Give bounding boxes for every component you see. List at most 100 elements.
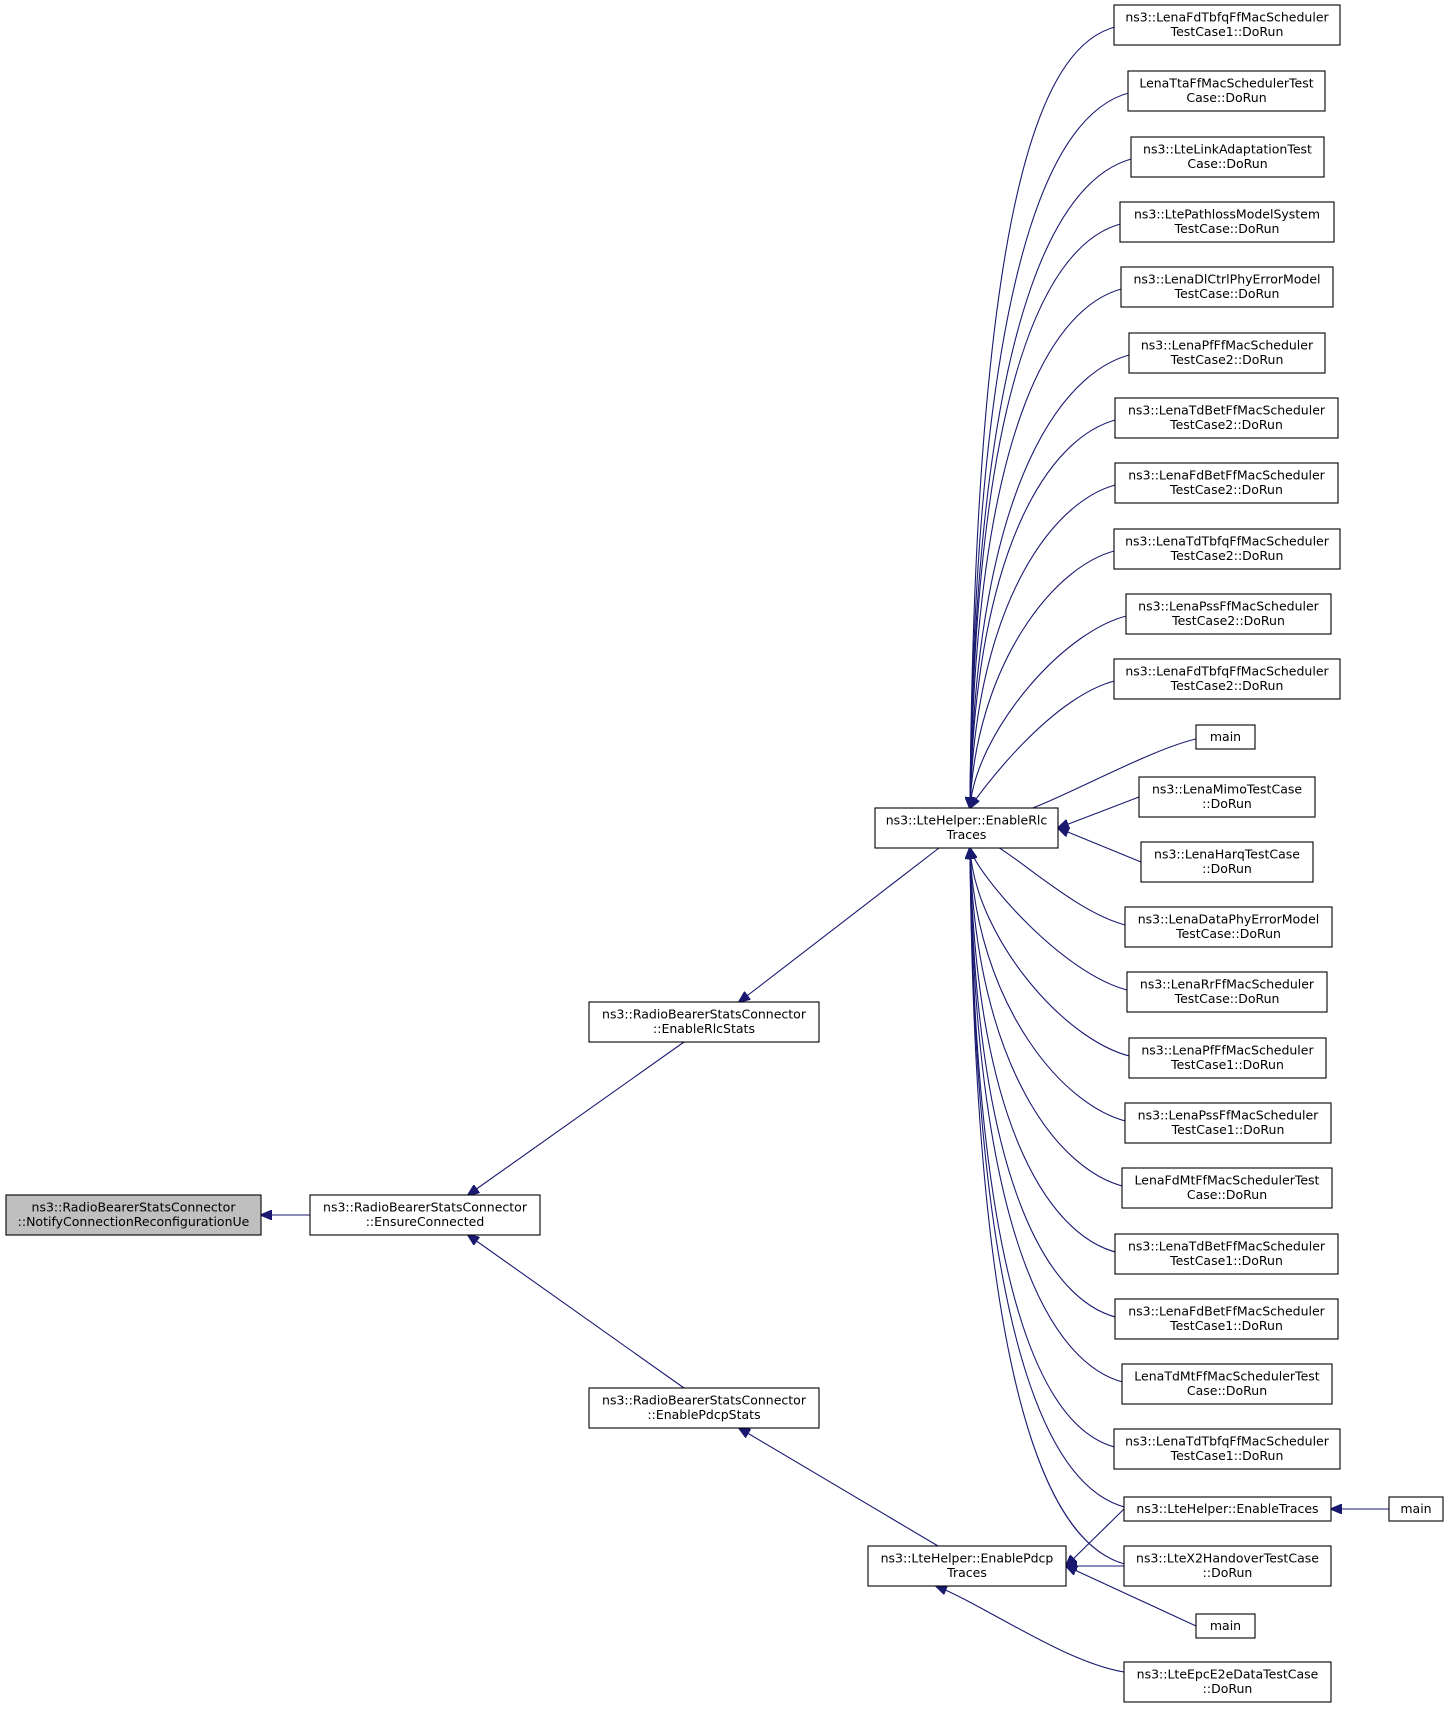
edge-r15-to-rlctraces (970, 839, 1136, 928)
edge-r9-to-rlctraces (970, 548, 1125, 808)
graph-node-ensure[interactable]: ns3::RadioBearerStatsConnector::EnsureCo… (309, 1194, 541, 1236)
node-box (1124, 906, 1333, 948)
node-label: TestCase1::DoRun (1170, 24, 1284, 39)
edge-r10-to-rlctraces (970, 613, 1137, 808)
node-label: ns3::LenaTdTbfqFfMacScheduler (1125, 534, 1330, 549)
node-box (1114, 397, 1339, 439)
graph-node-r6[interactable]: ns3::LenaPfFfMacSchedulerTestCase2::DoRu… (1128, 332, 1326, 374)
node-label: LenaFdMtFfMacSchedulerTest (1135, 1173, 1320, 1188)
node-label: TestCase2::DoRun (1170, 678, 1284, 693)
node-label: ::NotifyConnectionReconfigurationUe (18, 1214, 250, 1229)
node-label: ns3::LenaPssFfMacScheduler (1138, 1108, 1320, 1123)
edge-pdcptraces-to-pdcpstats (739, 1428, 939, 1547)
node-box (1114, 1298, 1339, 1340)
edge-r20-to-rlctraces (970, 848, 1126, 1255)
edge-r5-to-rlctraces (970, 286, 1132, 808)
edge-r17-to-rlctraces (970, 848, 1140, 1059)
node-label: Case::DoRun (1187, 156, 1267, 171)
edge-r11-to-rlctraces (970, 678, 1125, 808)
node-label: ns3::LenaTdTbfqFfMacScheduler (1125, 1434, 1330, 1449)
edge-r3-to-rlctraces (970, 156, 1142, 808)
node-box (309, 1194, 541, 1236)
node-label: ns3::LenaPfFfMacScheduler (1141, 1043, 1314, 1058)
node-label: ::DoRun (1202, 861, 1252, 876)
node-label: ::DoRun (1203, 1681, 1253, 1696)
node-label: ::EnableRlcStats (653, 1021, 755, 1036)
nodes-layer: ns3::RadioBearerStatsConnector::NotifyCo… (5, 4, 1444, 1703)
graph-node-r24[interactable]: ns3::LteHelper::EnableTraces (1123, 1496, 1332, 1522)
graph-node-r13[interactable]: ns3::LenaMimoTestCase::DoRun (1138, 776, 1316, 818)
node-label: TestCase2::DoRun (1171, 613, 1285, 628)
node-label: ns3::LteHelper::EnableRlc (886, 813, 1048, 828)
edge-r27-to-pdcptraces (936, 1586, 1125, 1673)
node-label: ns3::LenaDataPhyErrorModel (1138, 912, 1320, 927)
graph-node-r26[interactable]: main (1195, 1613, 1256, 1639)
node-box (1120, 266, 1334, 308)
graph-node-r14[interactable]: ns3::LenaHarqTestCase::DoRun (1140, 841, 1314, 883)
node-label: ns3::LenaTdBetFfMacScheduler (1128, 1239, 1326, 1254)
node-box (588, 1387, 820, 1429)
graph-node-r18[interactable]: ns3::LenaPssFfMacSchedulerTestCase1::DoR… (1124, 1102, 1332, 1144)
node-label: ns3::LenaFdBetFfMacScheduler (1128, 468, 1325, 483)
graph-node-r1[interactable]: ns3::LenaFdTbfqFfMacSchedulerTestCase1::… (1113, 4, 1341, 46)
graph-node-r11[interactable]: ns3::LenaFdTbfqFfMacSchedulerTestCase2::… (1113, 658, 1341, 700)
edge-r24-to-rlctraces (970, 848, 1135, 1510)
node-label: ::EnablePdcpStats (647, 1407, 760, 1422)
node-box (1128, 1037, 1327, 1079)
graph-node-r21[interactable]: ns3::LenaFdBetFfMacSchedulerTestCase1::D… (1114, 1298, 1339, 1340)
node-label: LenaTtaFfMacSchedulerTest (1139, 76, 1313, 91)
graph-node-r10[interactable]: ns3::LenaPssFfMacSchedulerTestCase2::DoR… (1125, 593, 1332, 635)
graph-node-pdcpstats[interactable]: ns3::RadioBearerStatsConnector::EnablePd… (588, 1387, 820, 1429)
graph-node-rlcstats[interactable]: ns3::RadioBearerStatsConnector::EnableRl… (588, 1001, 820, 1043)
node-label: ns3::RadioBearerStatsConnector (323, 1200, 528, 1215)
graph-node-r5[interactable]: ns3::LenaDlCtrlPhyErrorModelTestCase::Do… (1120, 266, 1334, 308)
node-label: TestCase1::DoRun (1169, 1318, 1283, 1333)
node-label: ns3::LenaHarqTestCase (1154, 847, 1300, 862)
node-box (1113, 4, 1341, 46)
node-label: TestCase::DoRun (1174, 991, 1280, 1006)
node-label: ns3::LenaPssFfMacScheduler (1138, 599, 1320, 614)
edge-r7-to-rlctraces (970, 417, 1126, 808)
edge-r26-to-pdcptraces (1066, 1566, 1197, 1627)
node-box (1114, 1233, 1339, 1275)
graph-node-r4[interactable]: ns3::LtePathlossModelSystemTestCase::DoR… (1119, 201, 1335, 243)
node-box (1114, 462, 1339, 504)
node-label: ns3::LenaFdBetFfMacScheduler (1128, 1304, 1325, 1319)
graph-node-r17[interactable]: ns3::LenaPfFfMacSchedulerTestCase1::DoRu… (1128, 1037, 1327, 1079)
graph-node-r15[interactable]: ns3::LenaDataPhyErrorModelTestCase::DoRu… (1124, 906, 1333, 948)
graph-node-r23[interactable]: ns3::LenaTdTbfqFfMacSchedulerTestCase1::… (1113, 1428, 1341, 1470)
node-label: ns3::LenaTdBetFfMacScheduler (1128, 403, 1326, 418)
edge-r22-to-rlctraces (970, 848, 1133, 1385)
edge-r14-to-rlctraces (1058, 828, 1142, 863)
graph-node-r12[interactable]: main (1195, 724, 1256, 750)
node-box (1126, 971, 1328, 1013)
edge-r21-to-rlctraces (970, 848, 1126, 1320)
graph-node-r8[interactable]: ns3::LenaFdBetFfMacSchedulerTestCase2::D… (1114, 462, 1339, 504)
node-label: ns3::LteHelper::EnableTraces (1136, 1501, 1318, 1516)
node-label: ns3::LenaDlCtrlPhyErrorModel (1133, 272, 1320, 287)
node-label: Case::DoRun (1187, 1383, 1267, 1398)
node-box (1121, 1363, 1333, 1405)
graph-node-root[interactable]: ns3::RadioBearerStatsConnector::NotifyCo… (5, 1194, 262, 1236)
node-box (867, 1545, 1067, 1587)
node-box (1121, 1167, 1333, 1209)
graph-node-r9[interactable]: ns3::LenaTdTbfqFfMacSchedulerTestCase2::… (1113, 528, 1341, 570)
node-label: TestCase::DoRun (1174, 221, 1280, 236)
graph-node-r25[interactable]: ns3::LteX2HandoverTestCase::DoRun (1123, 1545, 1332, 1587)
node-box (1123, 1496, 1332, 1522)
node-label: Traces (946, 827, 987, 842)
node-label: TestCase1::DoRun (1170, 1448, 1284, 1463)
graph-node-r7[interactable]: ns3::LenaTdBetFfMacSchedulerTestCase2::D… (1114, 397, 1339, 439)
graph-node-r27[interactable]: ns3::LteEpcE2eDataTestCase::DoRun (1123, 1661, 1332, 1703)
graph-node-mainTraces[interactable]: main (1388, 1496, 1444, 1522)
node-box (588, 1001, 820, 1043)
graph-node-r20[interactable]: ns3::LenaTdBetFfMacSchedulerTestCase1::D… (1114, 1233, 1339, 1275)
